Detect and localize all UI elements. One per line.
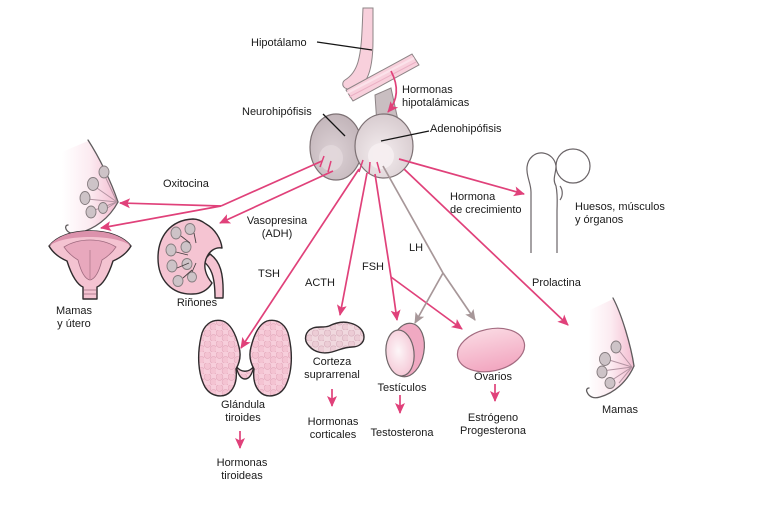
label-corteza-suprarrenal: Corteza suprarrenal — [304, 356, 360, 381]
pointer-line-neurohipofisis — [322, 113, 346, 137]
label-hipotalamo: Hipotálamo — [251, 37, 307, 49]
label-acth: ACTH — [305, 277, 335, 289]
arrow-lh-ovary — [442, 272, 476, 321]
arrow-tsh — [240, 168, 360, 349]
arrow-fsh-trunk — [374, 173, 392, 278]
hypothalamus-pituitary-illustration — [309, 7, 420, 181]
testis-illustration — [385, 322, 425, 378]
label-fsh: FSH — [362, 261, 384, 273]
uterus-illustration — [48, 230, 132, 300]
label-lh: LH — [409, 242, 424, 254]
arrow-vasopresina — [219, 170, 334, 224]
arrow-oxitocina-trunk — [220, 160, 323, 207]
arrow-lh-trunk — [382, 165, 444, 274]
bone-illustration — [526, 148, 591, 253]
arrow-acth — [336, 172, 368, 316]
label-hormonas-corticales: Hormonas corticales — [307, 416, 359, 441]
pointer-line-adenohipofisis — [380, 130, 430, 142]
label-adenohipofisis: Adenohipófisis — [430, 123, 502, 135]
label-rinones: Riñones — [176, 297, 218, 309]
kidney-illustration — [157, 218, 224, 299]
hormone-arrows — [100, 70, 569, 449]
label-neurohipofisis: Neurohipófisis — [242, 106, 312, 118]
arrow-hormona-crecimiento — [398, 158, 525, 197]
label-estrogeno-progesterona: Estrógeno Progesterona — [459, 412, 527, 437]
label-hormona-crecimiento: Hormona de crecimiento — [450, 191, 522, 216]
label-ovarios: Ovarios — [474, 371, 512, 383]
label-testiculos: Testículos — [377, 382, 427, 394]
adrenal-cortex-illustration — [304, 321, 365, 354]
label-mamas: Mamas — [601, 404, 639, 416]
label-oxitocina: Oxitocina — [163, 178, 209, 190]
label-vasopresina: Vasopresina (ADH) — [246, 215, 308, 240]
label-huesos-musculos-organos: Huesos, músculos y órganos — [575, 201, 665, 226]
arrow-fsh-testis — [390, 276, 401, 321]
arrow-lh-testis — [414, 272, 444, 324]
arrow-oxitocina-uterus — [100, 205, 222, 232]
ovary-illustration — [456, 327, 526, 373]
arrow-prolactina — [403, 168, 569, 326]
label-glandula-tiroides: Glándula tiroides — [220, 399, 266, 424]
label-testosterona: Testosterona — [370, 427, 434, 439]
breast-right-illustration — [585, 297, 635, 399]
label-tsh: TSH — [258, 268, 280, 280]
label-prolactina: Prolactina — [532, 277, 581, 289]
arrow-hormonas-hipotalamicas — [387, 70, 399, 113]
pointer-line-hipotalamo — [316, 41, 373, 51]
label-hormonas-hipotalamicas: Hormonas hipotalámicas — [402, 84, 470, 109]
label-hormonas-tiroideas: Hormonas tiroideas — [216, 457, 268, 482]
pointer-lines — [316, 41, 430, 142]
label-mamas-utero: Mamas y útero — [55, 305, 93, 330]
hypothalamus-stalk — [342, 7, 374, 91]
breast-left-illustration — [62, 139, 119, 235]
thyroid-illustration — [197, 319, 293, 397]
arrow-oxitocina-breast — [119, 198, 222, 209]
